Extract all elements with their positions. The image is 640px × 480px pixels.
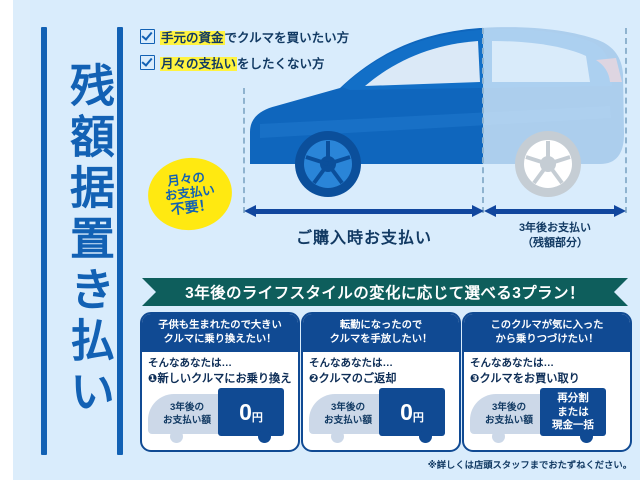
checklist-item-highlight: 月々の支払い	[160, 57, 238, 71]
checkbox-checked-icon	[140, 55, 155, 70]
checklist-item-label: 月々の支払いをしたくない方	[160, 53, 325, 72]
plan-card-3-payment-label: 3年後の お支払い額	[474, 402, 544, 427]
arrow-initial-payment	[244, 205, 484, 217]
arrow-residual-payment-label: 3年後お支払い （残額部分）	[484, 221, 626, 251]
plan-card-1-headline: 子供も生まれたので大きい クルマに乗り換えたい！	[142, 314, 298, 353]
car-wheel-front-icon	[331, 430, 344, 444]
payment-label-line-2: お支払い額	[324, 414, 372, 426]
plan-card-2-payment-label: 3年後の お支払い額	[313, 402, 383, 427]
plan-card-1-headline-line-1: 子供も生まれたので大きい	[158, 320, 282, 331]
plan-card-1-sub: そんなあなたは…	[148, 357, 232, 370]
payment-label-line-2: お支払い額	[163, 414, 211, 426]
car-body-box	[218, 388, 284, 437]
arrow-head-left-icon	[244, 205, 256, 217]
checklist-item-highlight: 手元の資金	[160, 31, 225, 45]
guide-line-right	[625, 28, 627, 213]
plan-card-3-sub: そんなあなたは…	[470, 357, 554, 370]
guide-line-middle	[482, 28, 484, 213]
arrow-residual-label-line-2: （残額部分）	[522, 236, 588, 249]
footnote: ※詳しくは店頭スタッフまでおたずねください。	[427, 460, 632, 470]
plan-card-1-body: そんなあなたは… ❶新しいクルマにお乗り換え 3年後の お支払い額 0 円	[142, 352, 298, 444]
car-wheel-rear-icon	[258, 430, 271, 444]
plan-card-3-price-line-3: 現金一括	[552, 418, 594, 431]
plan-card-2-price-unit: 円	[412, 412, 424, 425]
plan-card-3-headline: このクルマが気に入った から乗りつづけたい！	[464, 314, 630, 353]
plan-card-1-price-number: 0	[239, 398, 252, 425]
car-wheel-front-icon	[170, 430, 183, 444]
title-bar-right	[117, 27, 123, 455]
checklist-item-rest: でクルマを買いたい方	[224, 31, 350, 45]
plan-card-1[interactable]: 子供も生まれたので大きい クルマに乗り換えたい！ そんなあなたは… ❶新しいクル…	[140, 312, 300, 452]
plan-card-1-price-unit: 円	[251, 412, 263, 425]
arrow-head-right-icon	[472, 205, 484, 217]
payment-label-line-2: お支払い額	[485, 414, 533, 426]
plan-card-2-headline: 転勤になったので クルマを手放したい！	[303, 314, 459, 353]
plan-card-3-headline-line-2: から乗りつづけたい！	[495, 333, 599, 345]
checkbox-checked-icon	[140, 29, 155, 44]
payment-label-line-1: 3年後の	[169, 402, 205, 414]
plan-card-3-body: そんなあなたは… ❸クルマをお買い取り 3年後の お支払い額 再分割 または 現…	[464, 352, 630, 444]
car-body-box	[540, 388, 606, 437]
plan-card-3-option: ❸クルマをお買い取り	[470, 372, 580, 385]
car-illustration	[230, 14, 630, 209]
plan-card-3-price: 再分割 または 現金一括	[540, 388, 606, 436]
plan-card-2-car-graphic: 3年後の お支払い額 0 円	[307, 388, 455, 444]
title-bar-left	[41, 27, 47, 455]
plan-card-2-body: そんなあなたは… ❷クルマのご返却 3年後の お支払い額 0 円	[303, 352, 459, 444]
plan-cards: 子供も生まれたので大きい クルマに乗り換えたい！ そんなあなたは… ❶新しいクル…	[140, 312, 632, 452]
payment-label-line-1: 3年後の	[330, 402, 366, 414]
checklist-item: 月々の支払いをしたくない方	[140, 53, 400, 72]
badge-line-3: 不要！	[169, 196, 214, 218]
arrow-head-right-icon	[614, 205, 626, 217]
arrow-head-left-icon	[484, 205, 496, 217]
plan-card-2-headline-line-1: 転勤になったので	[339, 320, 423, 331]
plan-card-3-headline-line-1: このクルマが気に入った	[490, 320, 604, 331]
plans-banner: 3年後のライフスタイルの変化に応じて選べる3プラン！	[142, 278, 628, 306]
checklist-item-label: 手元の資金でクルマを買いたい方	[160, 27, 349, 46]
payment-label-line-1: 3年後の	[491, 402, 527, 414]
car-wheel-rear-icon	[580, 430, 593, 444]
arrow-residual-payment	[484, 205, 626, 217]
plan-card-2-price: 0 円	[379, 388, 445, 436]
car-svg	[250, 27, 624, 197]
plan-card-1-headline-line-2: クルマに乗り換えたい！	[163, 333, 277, 345]
car-wheel-rear-icon	[419, 430, 432, 444]
plan-card-1-price: 0 円	[218, 388, 284, 436]
arrow-shaft	[495, 208, 615, 214]
plan-card-3-car-graphic: 3年後の お支払い額 再分割 または 現金一括	[468, 388, 616, 444]
plan-card-3[interactable]: このクルマが気に入った から乗りつづけたい！ そんなあなたは… ❸クルマをお買い…	[462, 312, 632, 452]
arrow-residual-label-line-1: 3年後お支払い	[518, 222, 592, 234]
plan-card-1-option: ❶新しいクルマにお乗り換え	[148, 372, 292, 385]
plan-card-2-headline-line-2: クルマを手放したい！	[329, 333, 433, 345]
plan-card-2[interactable]: 転勤になったので クルマを手放したい！ そんなあなたは… ❷クルマのご返却 3年…	[301, 312, 461, 452]
plan-card-2-option: ❷クルマのご返却	[309, 372, 397, 385]
car-front-wheel	[295, 131, 361, 197]
arrow-shaft	[255, 208, 473, 214]
plan-card-3-price-line-1: 再分割	[557, 392, 589, 405]
checklist-item-rest: をしたくない方	[237, 57, 325, 71]
page-title-vertical: 残額据置き払い	[63, 61, 114, 419]
guide-line-left	[243, 88, 245, 213]
plan-card-1-car-graphic: 3年後の お支払い額 0 円	[146, 388, 294, 444]
plan-card-3-price-line-2: または	[557, 405, 589, 418]
arrow-initial-payment-label: ご購入時お支払い	[295, 230, 432, 247]
checklist: 手元の資金でクルマを買いたい方 月々の支払いをしたくない方	[140, 27, 400, 79]
car-wheel-front-icon	[492, 430, 505, 444]
plan-card-2-price-number: 0	[400, 398, 413, 425]
checklist-item: 手元の資金でクルマを買いたい方	[140, 27, 400, 46]
car-body-box	[379, 388, 445, 437]
plan-card-2-sub: そんなあなたは…	[309, 357, 393, 370]
car-rear-wheel	[515, 131, 581, 197]
plan-card-1-payment-label: 3年後の お支払い額	[152, 402, 222, 427]
